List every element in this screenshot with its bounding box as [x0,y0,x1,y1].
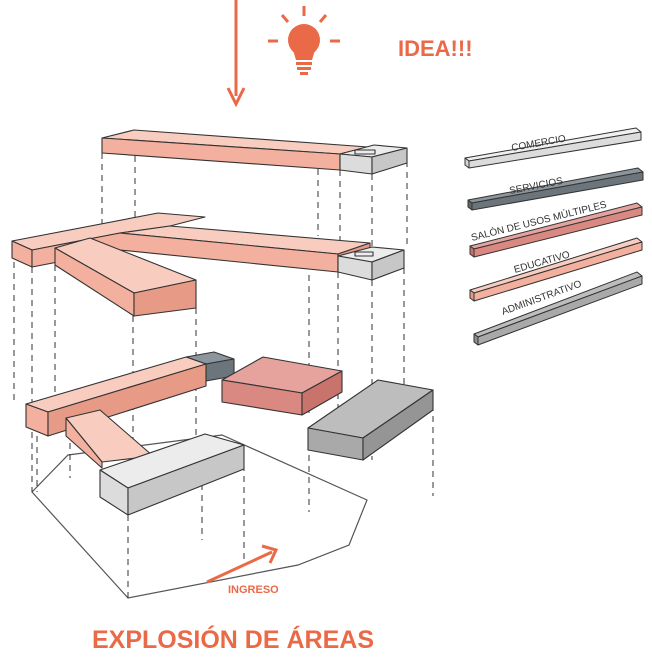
entrance-arrow-icon [206,544,279,584]
page-title: EXPLOSIÓN DE ÁREAS [92,624,374,654]
lightbulb-icon [268,6,340,75]
level-3 [101,129,408,175]
legend [464,127,644,346]
level-2 [11,212,405,317]
level-1 [25,351,434,516]
down-arrow [226,0,246,108]
projection-lines [13,150,434,598]
idea-label: IDEA!!! [398,36,473,61]
entrance-label: INGRESO [228,584,279,596]
